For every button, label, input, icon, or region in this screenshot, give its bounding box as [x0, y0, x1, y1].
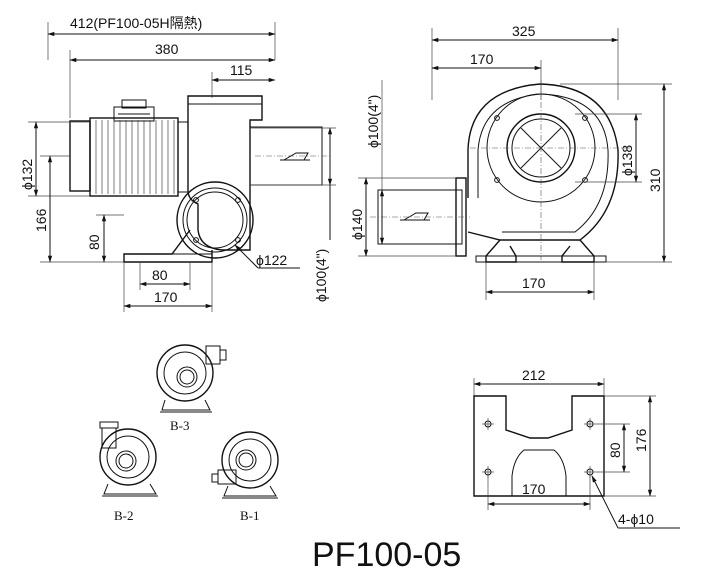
dim-total-height-label: 310	[647, 168, 663, 192]
dim-inlet-dia: ϕ122	[234, 244, 300, 269]
dim-inlet-pipe: ϕ100(4")	[250, 127, 336, 302]
dim-base-height-label: 80	[86, 234, 102, 250]
dim-plate-depth-label: 176	[633, 428, 649, 452]
dim-plate-inner: 80	[596, 423, 630, 473]
dim-height-label: 166	[33, 208, 49, 232]
dim-plate-holes-label: 4-ϕ10	[618, 511, 654, 527]
mounting-base	[123, 229, 213, 263]
dim-front-base-label: 170	[522, 275, 546, 291]
terminal-box	[113, 99, 155, 122]
orientation-b2: B-2	[99, 421, 158, 523]
dim-motor-dia: ϕ132	[19, 121, 90, 197]
dim-length: 380	[69, 41, 276, 118]
dim-plate-holes: 4-ϕ10	[591, 475, 680, 529]
dim-outlet-offset: 115	[211, 62, 276, 98]
base-plate: 212 176 80	[473, 367, 680, 529]
dim-outlet-pipe: ϕ100(4")	[365, 80, 385, 245]
dim-plate-inner-label: 80	[607, 442, 623, 458]
plate-cutout	[511, 449, 567, 496]
dim-motor-dia-label: ϕ132	[19, 159, 35, 190]
front-base	[475, 239, 607, 263]
front-view: 325 170	[349, 23, 672, 300]
dim-total-height: 310	[560, 83, 672, 263]
orientation-b1: B-1	[211, 431, 279, 523]
dim-front-base: 170	[485, 262, 595, 300]
dim-outlet-offset-label: 115	[230, 62, 253, 78]
blower-housing	[187, 95, 330, 251]
dim-inlet-dia-label: ϕ122	[256, 252, 287, 268]
dim-flange-dia-label: ϕ140	[349, 209, 365, 240]
orientation-b3-label: B-3	[170, 418, 190, 433]
dim-base-span-label: 80	[152, 267, 168, 283]
dim-front-width-label: 325	[512, 23, 536, 39]
dim-base-height: 80	[86, 214, 124, 263]
orientation-b3: B-3	[156, 344, 227, 433]
dim-length-label: 380	[155, 41, 179, 57]
mounting-holes	[482, 418, 596, 478]
dim-base-width: 170	[123, 262, 213, 312]
motor-body	[69, 117, 189, 197]
orientation-b2-label: B-2	[114, 508, 134, 523]
dim-outlet-pos-label: 170	[470, 51, 494, 67]
dim-base-span: 80	[139, 262, 191, 290]
dim-impeller-dia-label: ϕ138	[619, 145, 635, 176]
dim-height: 166	[33, 155, 124, 263]
dim-outlet-pos: 170	[431, 51, 542, 100]
dim-plate-hole-span: 170	[487, 476, 591, 510]
dim-plate-width: 212	[473, 367, 605, 396]
front-housing	[467, 80, 630, 260]
orientation-b1-label: B-1	[240, 508, 260, 523]
front-outlet	[370, 177, 470, 257]
dim-base-width-label: 170	[154, 289, 178, 305]
model-title: PF100-05	[312, 536, 461, 574]
dim-plate-width-label: 212	[522, 367, 546, 383]
side-view: 412(PF100-05H隔熱) 380 115	[19, 15, 336, 312]
dim-overall-top-label: 412(PF100-05H隔熱)	[70, 15, 202, 31]
dim-plate-hole-span-label: 170	[522, 481, 546, 497]
dim-flange-dia: ϕ140	[349, 177, 456, 257]
dim-plate-depth: 176	[604, 395, 656, 497]
plate-outline	[473, 395, 605, 497]
dim-inlet-pipe-label: ϕ100(4")	[313, 249, 329, 302]
dim-impeller-dia: ϕ138	[575, 113, 642, 183]
inlet-flange	[176, 181, 254, 259]
dim-outlet-pipe-label: ϕ100(4")	[365, 95, 381, 148]
dim-overall-top: 412(PF100-05H隔熱)	[47, 15, 276, 60]
dim-front-width: 325	[431, 23, 619, 100]
